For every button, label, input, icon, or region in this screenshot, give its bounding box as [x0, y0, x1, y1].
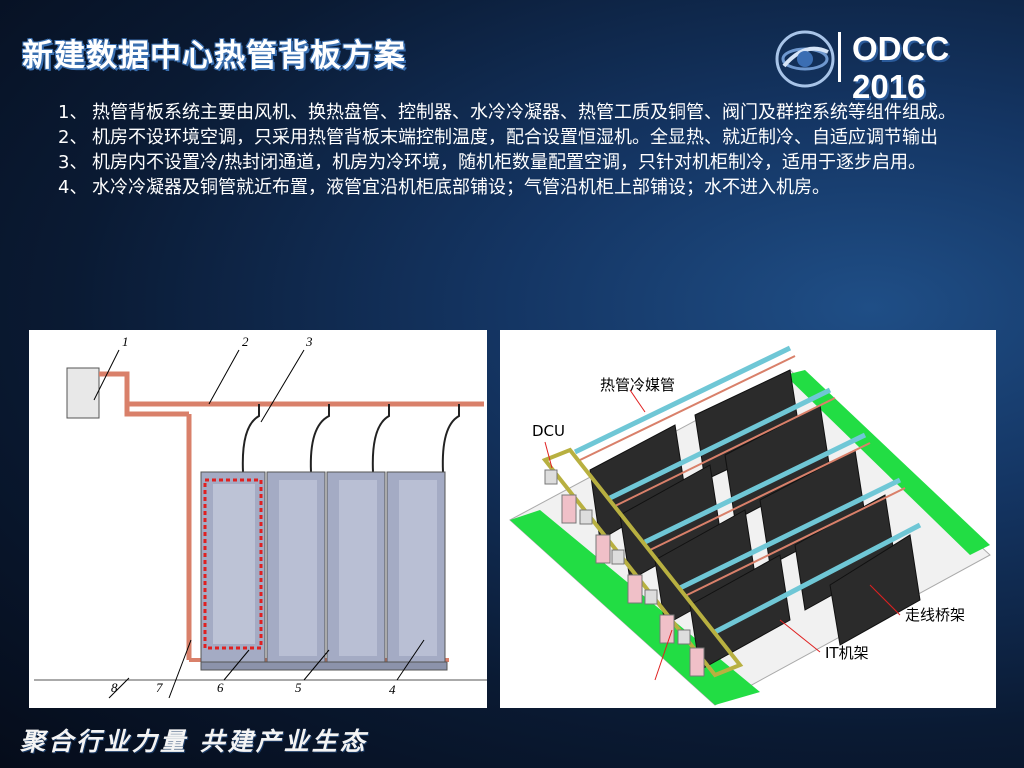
bullet-list: 1、 热管背板系统主要由风机、换热盘管、控制器、水冷冷凝器、热管工质及铜管、阀门…	[58, 100, 958, 200]
bullet-number: 3、	[58, 152, 88, 173]
bullet-text: 水冷冷凝器及铜管就近布置，液管宜沿机柜底部铺设；气管沿机柜上部铺设；水不进入机房…	[92, 177, 830, 198]
callout-label: 3	[305, 334, 313, 349]
callout-label: 8	[111, 680, 118, 695]
callout-label: 1	[122, 334, 129, 349]
condenser-unit	[66, 367, 100, 419]
heat-pipe-schematic: 1 2 3 4 5 6 7 8	[29, 330, 487, 708]
slide-title: 新建数据中心热管背板方案	[22, 38, 406, 74]
brand-text: ODCC 2016	[852, 30, 950, 105]
callout-label: 4	[389, 682, 396, 697]
pipe-label: 热管冷媒管	[600, 376, 675, 394]
callout-label: 6	[217, 680, 224, 695]
rack-label: IT机架	[825, 644, 869, 662]
bullet-item: 4、 水冷冷凝器及铜管就近布置，液管宜沿机柜底部铺设；气管沿机柜上部铺设；水不进…	[58, 175, 958, 200]
bullet-number: 1、	[58, 102, 88, 123]
logo-separator	[838, 32, 841, 82]
bullet-number: 2、	[58, 127, 88, 148]
callout-label: 2	[242, 334, 249, 349]
callout-label: 7	[156, 680, 163, 695]
bullet-text: 热管背板系统主要由风机、换热盘管、控制器、水冷冷凝器、热管工质及铜管、阀门及群控…	[92, 102, 956, 123]
odcc-logo	[772, 22, 1012, 92]
schematic-drawing: 1 2 3 4 5 6 7 8	[34, 334, 487, 699]
bullet-text: 机房内不设置冷/热封闭通道，机房为冷环境，随机柜数量配置空调，只针对机柜制冷，适…	[92, 152, 927, 173]
dcu-label: DCU	[532, 422, 565, 440]
layout-drawing: 热管冷媒管 DCU 走线桥架 IT机架	[509, 345, 991, 706]
bullet-text: 机房不设环境空调，只采用热管背板末端控制温度，配合设置恒湿机。全显热、就近制冷、…	[92, 127, 938, 148]
footer-slogan: 聚合行业力量 共建产业生态	[20, 727, 368, 756]
bullet-number: 4、	[58, 177, 88, 198]
backplate-highlight	[203, 478, 263, 650]
bullet-item: 3、 机房内不设置冷/热封闭通道，机房为冷环境，随机柜数量配置空调，只针对机柜制…	[58, 150, 958, 175]
bullet-item: 2、 机房不设环境空调，只采用热管背板末端控制温度，配合设置恒湿机。全显热、就近…	[58, 125, 958, 150]
globe-icon	[775, 30, 835, 88]
callout-label: 5	[295, 680, 302, 695]
bullet-item: 1、 热管背板系统主要由风机、换热盘管、控制器、水冷冷凝器、热管工质及铜管、阀门…	[58, 100, 958, 125]
tray-label: 走线桥架	[905, 606, 965, 624]
datahall-layout: 热管冷媒管 DCU 走线桥架 IT机架	[500, 330, 996, 708]
